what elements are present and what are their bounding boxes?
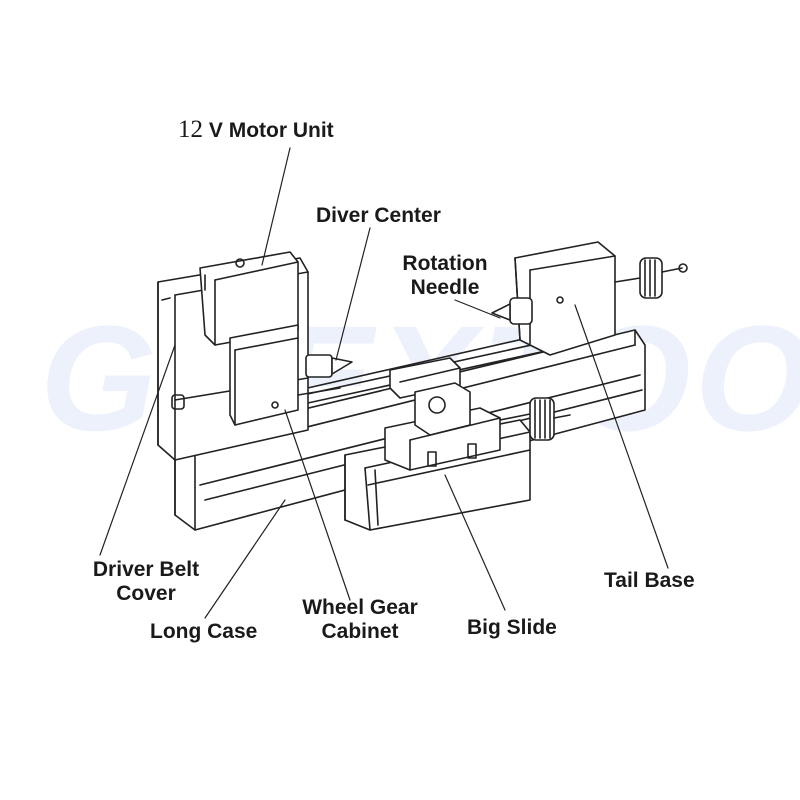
leader-lines	[99, 147, 669, 619]
label-rotation-needle: Rotation Needle	[395, 252, 495, 300]
label-tail-base: Tail Base	[604, 569, 695, 592]
cross-slide	[384, 357, 501, 471]
label-motor-unit-v: V	[208, 119, 223, 142]
label-long-case: Long Case	[150, 620, 258, 643]
driver-belt-cover	[229, 324, 299, 426]
label-driver-belt-cover-line2: Cover	[116, 582, 176, 605]
label-driver-belt-cover: Driver Belt Cover	[82, 558, 210, 606]
rotation-needle	[491, 297, 533, 325]
label-driver-belt-cover-line1: Driver Belt	[92, 558, 200, 581]
tail-handwheel	[614, 257, 688, 299]
cross-slide-handwheel	[499, 397, 571, 441]
label-motor-unit-voltage: 12	[178, 116, 203, 143]
label-big-slide: Big Slide	[467, 616, 557, 639]
label-rotation-needle-line2: Needle	[410, 276, 480, 299]
driver-center	[297, 354, 353, 396]
label-motor-unit: 12 V Motor Unit	[178, 116, 334, 143]
label-wheel-gear-cabinet: Wheel Gear Cabinet	[290, 596, 430, 644]
label-diver-center: Diver Center	[316, 204, 441, 227]
label-wheel-gear-cabinet-line1: Wheel Gear	[302, 596, 418, 619]
label-wheel-gear-cabinet-line2: Cabinet	[321, 620, 399, 643]
label-rotation-needle-line1: Rotation	[402, 252, 488, 275]
label-motor-unit-text: Motor Unit	[228, 119, 334, 142]
